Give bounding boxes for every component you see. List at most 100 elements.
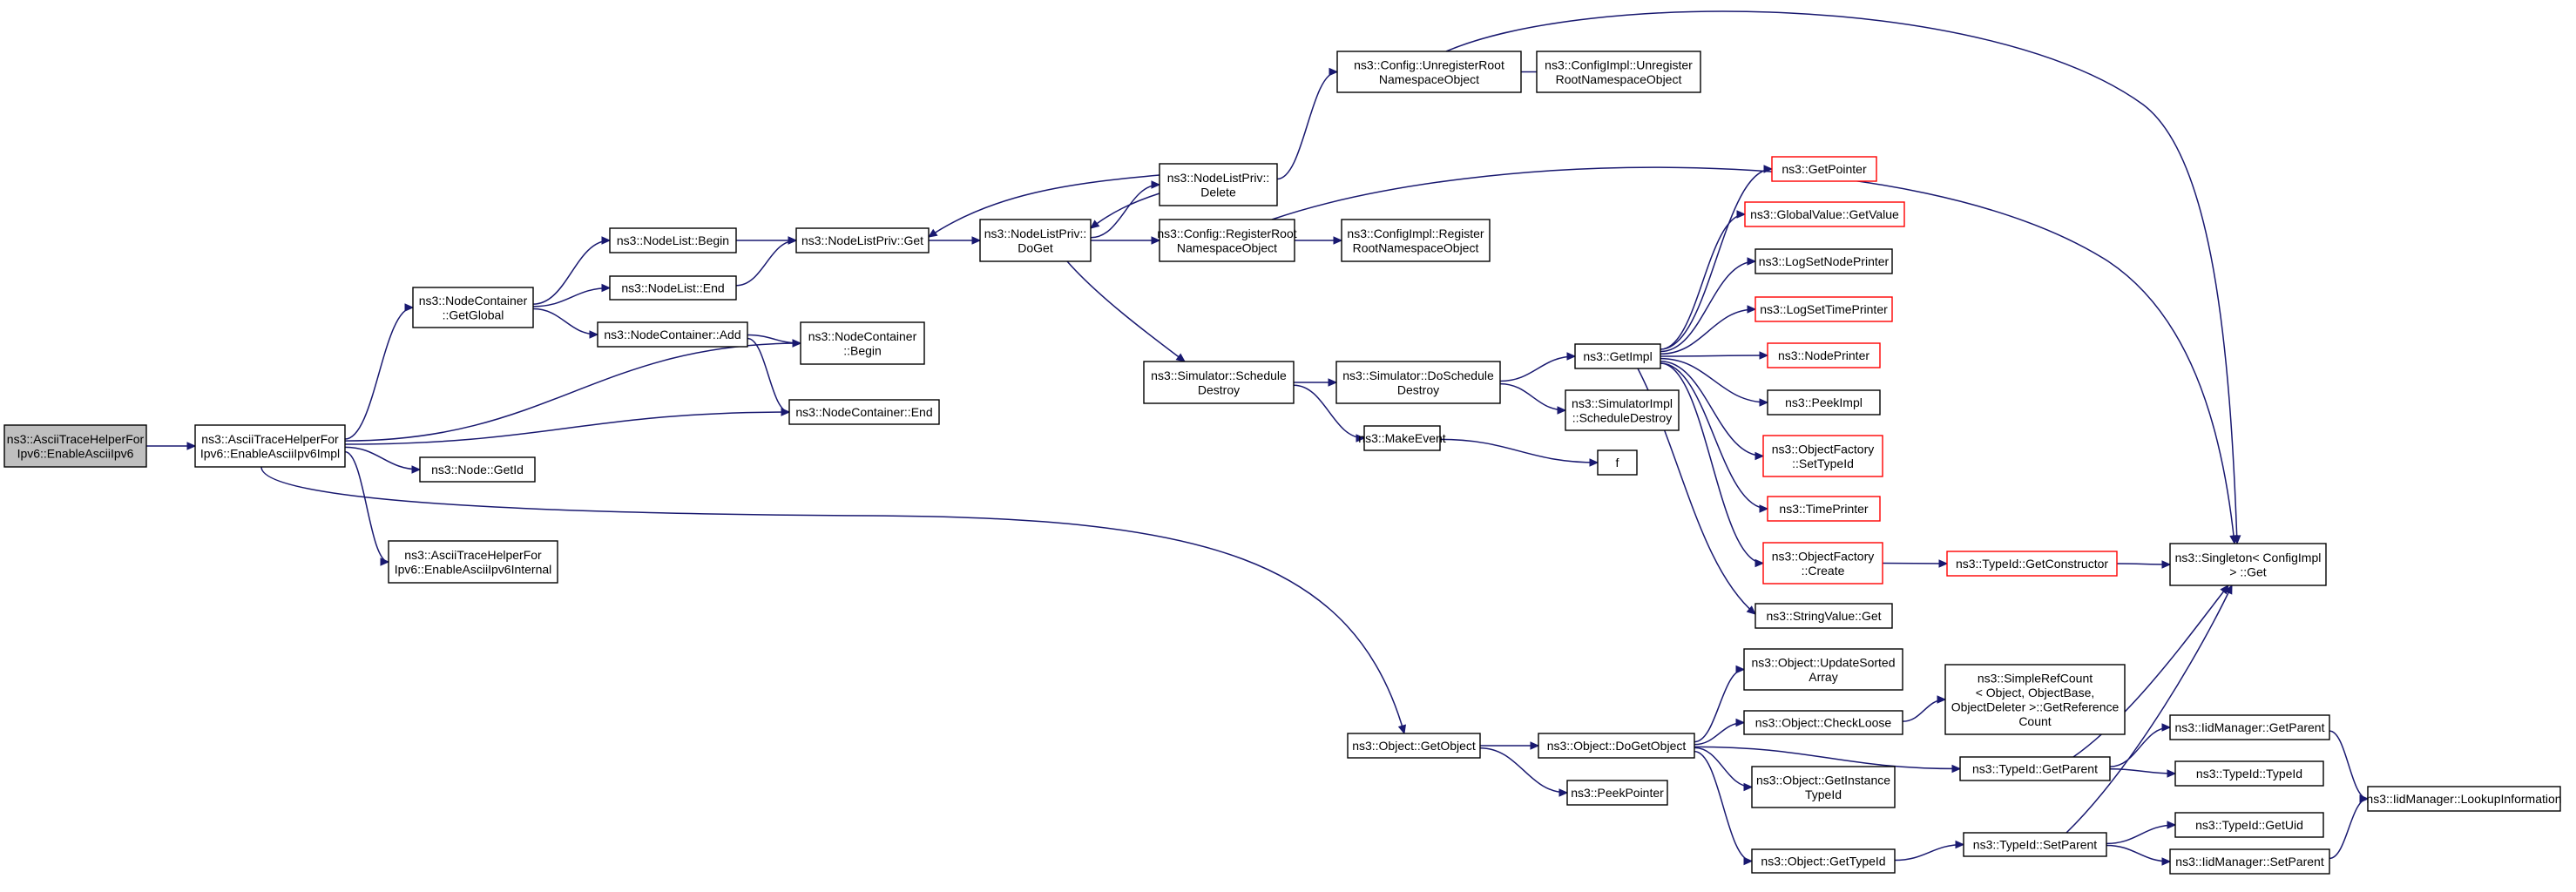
node-getimpl[interactable]: ns3::GetImpl — [1574, 343, 1661, 369]
node-stringvalue-get[interactable]: ns3::StringValue::Get — [1755, 603, 1893, 629]
node-box — [1159, 219, 1295, 262]
node-label-line: ns3::NodeList::End — [621, 281, 724, 295]
arrowhead — [1759, 398, 1769, 407]
node-node-getid[interactable]: ns3::Node::GetId — [419, 456, 536, 483]
node-label-line: ns3::NodeContainer::End — [795, 405, 932, 419]
node-simulator-scheduledestroy[interactable]: ns3::Simulator::ScheduleDestroy — [1143, 361, 1295, 404]
node-nodelist-end[interactable]: ns3::NodeList::End — [609, 275, 737, 301]
arrowhead — [1747, 257, 1757, 266]
node-nodecontainer-getglobal[interactable]: ns3::NodeContainer::GetGlobal — [412, 287, 534, 328]
node-peekimpl[interactable]: ns3::PeekImpl — [1767, 389, 1881, 416]
node-box — [412, 287, 534, 328]
edge-n36-n42 — [1694, 750, 1754, 866]
node-iidmanager-setparent[interactable]: ns3::IidManager::SetParent — [2169, 848, 2330, 875]
arrowhead — [1747, 305, 1757, 314]
node-simplerefcount-getreferencecount[interactable]: ns3::SimpleRefCount< Object, ObjectBase,… — [1944, 664, 2126, 735]
node-enable-ascii-ipv6-internal[interactable]: ns3::AsciiTraceHelperForIpv6::EnableAsci… — [388, 540, 558, 584]
node-nodelistpriv-doget[interactable]: ns3::NodeListPriv::DoGet — [979, 219, 1092, 262]
arrowhead — [1329, 67, 1339, 77]
node-box — [1744, 201, 1905, 227]
node-label-line: ns3::Object::GetObject — [1352, 739, 1476, 753]
node-typeid-getuid[interactable]: ns3::TypeId::GetUid — [2174, 812, 2324, 838]
node-label-line: ns3::Object::CheckLoose — [1755, 716, 1892, 730]
edge-n4-n10 — [735, 236, 798, 287]
node-box — [2174, 812, 2324, 838]
arrowhead — [1566, 352, 1577, 361]
node-iidmanager-lookupinformation[interactable]: ns3::IidManager::LookupInformation — [2366, 786, 2562, 812]
node-timeprinter[interactable]: ns3::TimePrinter — [1767, 496, 1881, 522]
node-object-gettypeid[interactable]: ns3::Object::GetTypeId — [1751, 848, 1896, 874]
node-typeid-getparent[interactable]: ns3::TypeId::GetParent — [1959, 756, 2111, 781]
node-enable-ascii-ipv6-impl[interactable]: ns3::AsciiTraceHelperForIpv6::EnableAsci… — [194, 424, 346, 468]
node-object-getobject[interactable]: ns3::Object::GetObject — [1347, 733, 1481, 759]
arrowhead — [1328, 378, 1338, 387]
node-typeid-typeid[interactable]: ns3::TypeId::TypeId — [2174, 760, 2324, 787]
node-configimpl-register[interactable]: ns3::ConfigImpl::RegisterRootNamespaceOb… — [1341, 219, 1491, 262]
arrowhead — [2161, 560, 2172, 569]
node-nodecontainer-add[interactable]: ns3::NodeContainer::Add — [597, 321, 748, 348]
node-label-line: ns3::GetPointer — [1782, 162, 1867, 176]
node-objectfactory-create[interactable]: ns3::ObjectFactory::Create — [1762, 542, 1883, 585]
node-box — [1597, 449, 1638, 476]
edge-line — [928, 174, 1160, 238]
node-enable-ascii-ipv6[interactable]: ns3::AsciiTraceHelperForIpv6::EnableAsci… — [3, 424, 147, 468]
node-label-line: TypeId — [1805, 787, 1842, 801]
node-iidmanager-getparent[interactable]: ns3::IidManager::GetParent — [2169, 714, 2330, 740]
edges-layer — [145, 10, 2370, 866]
node-object-dogetobject[interactable]: ns3::Object::DoGetObject — [1538, 733, 1695, 759]
node-box — [1347, 733, 1481, 759]
edge-n21-n24 — [1660, 210, 1747, 350]
node-box — [1743, 710, 1903, 735]
arrowhead — [1735, 718, 1746, 727]
edge-line — [1293, 384, 1365, 439]
node-box — [2367, 786, 2561, 812]
edge-n19-n20 — [1439, 438, 1599, 467]
arrowhead — [1938, 559, 1949, 568]
edge-n5-n6 — [747, 334, 802, 348]
node-globalvalue-getvalue[interactable]: ns3::GlobalValue::GetValue — [1744, 201, 1905, 227]
node-nodeprinter[interactable]: ns3::NodePrinter — [1767, 342, 1881, 368]
node-nodelist-begin[interactable]: ns3::NodeList::Begin — [609, 227, 737, 253]
node-typeid-getconstructor[interactable]: ns3::TypeId::GetConstructor — [1946, 551, 2118, 577]
node-peekpointer[interactable]: ns3::PeekPointer — [1566, 780, 1668, 806]
node-objectfactory-settypeid[interactable]: ns3::ObjectFactory::SetTypeId — [1762, 435, 1883, 477]
node-label-line: ns3::TypeId::TypeId — [2196, 767, 2302, 780]
edge-line — [1694, 747, 1753, 788]
node-box — [1143, 361, 1295, 404]
node-logsetnodeprinter[interactable]: ns3::LogSetNodePrinter — [1755, 248, 1893, 274]
node-box — [1755, 296, 1893, 322]
node-configimpl-unregister[interactable]: ns3::ConfigImpl::UnregisterRootNamespace… — [1536, 51, 1701, 93]
edge-line — [1660, 355, 1768, 357]
node-label-line: ns3::AsciiTraceHelperFor — [7, 432, 145, 446]
node-label-line: NamespaceObject — [1379, 72, 1479, 86]
node-singleton-get[interactable]: ns3::Singleton< ConfigImpl> ::Get — [2169, 543, 2327, 586]
edge-n2-n5 — [532, 307, 599, 339]
node-config-unregisterroot[interactable]: ns3::Config::UnregisterRootNamespaceObje… — [1336, 51, 1522, 93]
node-nodecontainer-begin[interactable]: ns3::NodeContainer::Begin — [800, 321, 925, 365]
node-simulatorimpl-scheduledestroy[interactable]: ns3::SimulatorImpl::ScheduleDestroy — [1565, 389, 1680, 431]
node-nodelistpriv-delete[interactable]: ns3::NodeListPriv::Delete — [1159, 163, 1278, 206]
node-f[interactable]: f — [1597, 449, 1638, 476]
node-makeevent[interactable]: ns3::MakeEvent — [1358, 425, 1446, 451]
node-label-line: ns3::NodeContainer::Add — [604, 328, 740, 341]
node-label-line: Ipv6::EnableAsciiIpv6Impl — [200, 446, 340, 460]
node-box — [1762, 542, 1883, 585]
node-typeid-setparent[interactable]: ns3::TypeId::SetParent — [1963, 832, 2107, 857]
node-nodelistpriv-get[interactable]: ns3::NodeListPriv::Get — [795, 227, 930, 253]
node-label-line: Destroy — [1397, 382, 1439, 396]
node-nodecontainer-end[interactable]: ns3::NodeContainer::End — [788, 399, 940, 425]
node-logsettimeprinter[interactable]: ns3::LogSetTimePrinter — [1755, 296, 1893, 322]
edge-n36-n41 — [1694, 747, 1754, 792]
arrowhead — [2229, 535, 2238, 545]
arrowhead — [1397, 724, 1407, 735]
arrowhead — [1151, 180, 1161, 189]
node-getpointer[interactable]: ns3::GetPointer — [1771, 156, 1877, 182]
edge-line — [532, 287, 611, 307]
node-box — [1336, 51, 1522, 93]
nodes-layer: ns3::AsciiTraceHelperForIpv6::EnableAsci… — [3, 51, 2562, 875]
node-object-checkloose[interactable]: ns3::Object::CheckLoose — [1743, 710, 1903, 735]
